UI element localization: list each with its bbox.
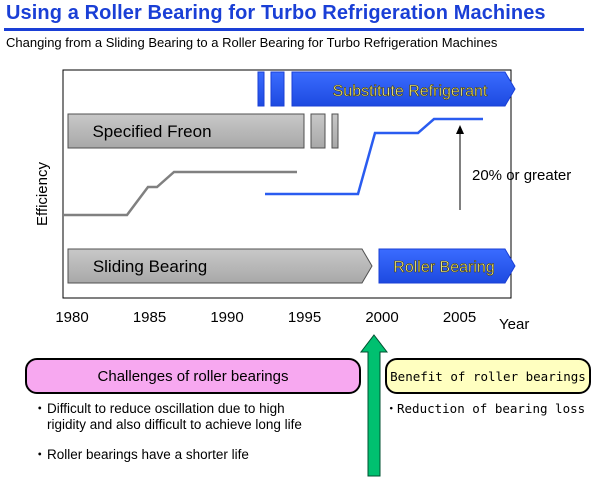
x-axis-label: Year <box>499 316 529 333</box>
improvement-annotation: 20% or greater <box>472 167 571 184</box>
bullet-mark: ・ <box>33 447 47 462</box>
sliding-bearing-label: Sliding Bearing <box>93 257 207 276</box>
challenge-item-1: ・Difficult to reduce oscillation due to … <box>33 401 285 417</box>
bullet-mark: ・ <box>33 401 47 416</box>
x-tick-label: 1995 <box>288 309 321 326</box>
page-subtitle: Changing from a Sliding Bearing to a Rol… <box>6 35 498 50</box>
benefit-box: Benefit of roller bearings <box>385 358 591 394</box>
benefit-item-text: Reduction of bearing loss <box>397 401 586 416</box>
specified-freon-block-1 <box>310 113 326 149</box>
improvement-arrow-head <box>456 125 464 134</box>
sliding-bearing-arrow <box>67 248 373 284</box>
substitute-refrigerant-block-1 <box>257 71 265 107</box>
bullet-mark: ・ <box>385 401 398 416</box>
title-underline <box>4 28 584 31</box>
specified-freon-bar <box>67 113 305 149</box>
benefit-title: Benefit of roller bearings <box>390 368 586 384</box>
challenges-box: Challenges of roller bearings <box>25 358 361 394</box>
challenge-item-2: ・Roller bearings have a shorter life <box>33 447 249 463</box>
challenge-item-2-text: Roller bearings have a shorter life <box>47 447 249 462</box>
challenges-title: Challenges of roller bearings <box>97 367 289 385</box>
roller-bearing-efficiency-line <box>265 117 483 196</box>
roller-bearing-arrow <box>378 248 516 284</box>
x-tick-label: 1980 <box>55 309 88 326</box>
x-tick-label: 1985 <box>133 309 166 326</box>
specified-freon-label: Specified Freon <box>92 122 211 141</box>
page-title: Using a Roller Bearing for Turbo Refrige… <box>6 2 546 24</box>
x-tick-label: 2000 <box>365 309 398 326</box>
x-axis-ticks: 1980 1985 1990 1995 2000 2005 <box>55 309 476 326</box>
sliding-bearing-efficiency-line <box>63 170 297 217</box>
transition-arrow <box>359 334 389 477</box>
x-tick-label: 1990 <box>210 309 243 326</box>
roller-bearing-label: Roller Bearing <box>393 259 494 276</box>
challenge-item-1-cont: rigidity and also difficult to achieve l… <box>47 417 302 433</box>
benefit-item: ・Reduction of bearing loss <box>385 401 585 417</box>
substitute-refrigerant-label: Substitute Refrigerant <box>333 83 488 100</box>
challenge-item-1-text: Difficult to reduce oscillation due to h… <box>47 401 285 416</box>
substitute-refrigerant-arrow <box>291 71 516 107</box>
challenge-item-1-text-cont: rigidity and also difficult to achieve l… <box>47 417 302 432</box>
x-tick-label: 2005 <box>443 309 476 326</box>
substitute-refrigerant-block-2 <box>270 71 285 107</box>
y-axis-label: Efficiency <box>34 162 51 226</box>
specified-freon-block-2 <box>331 113 339 149</box>
